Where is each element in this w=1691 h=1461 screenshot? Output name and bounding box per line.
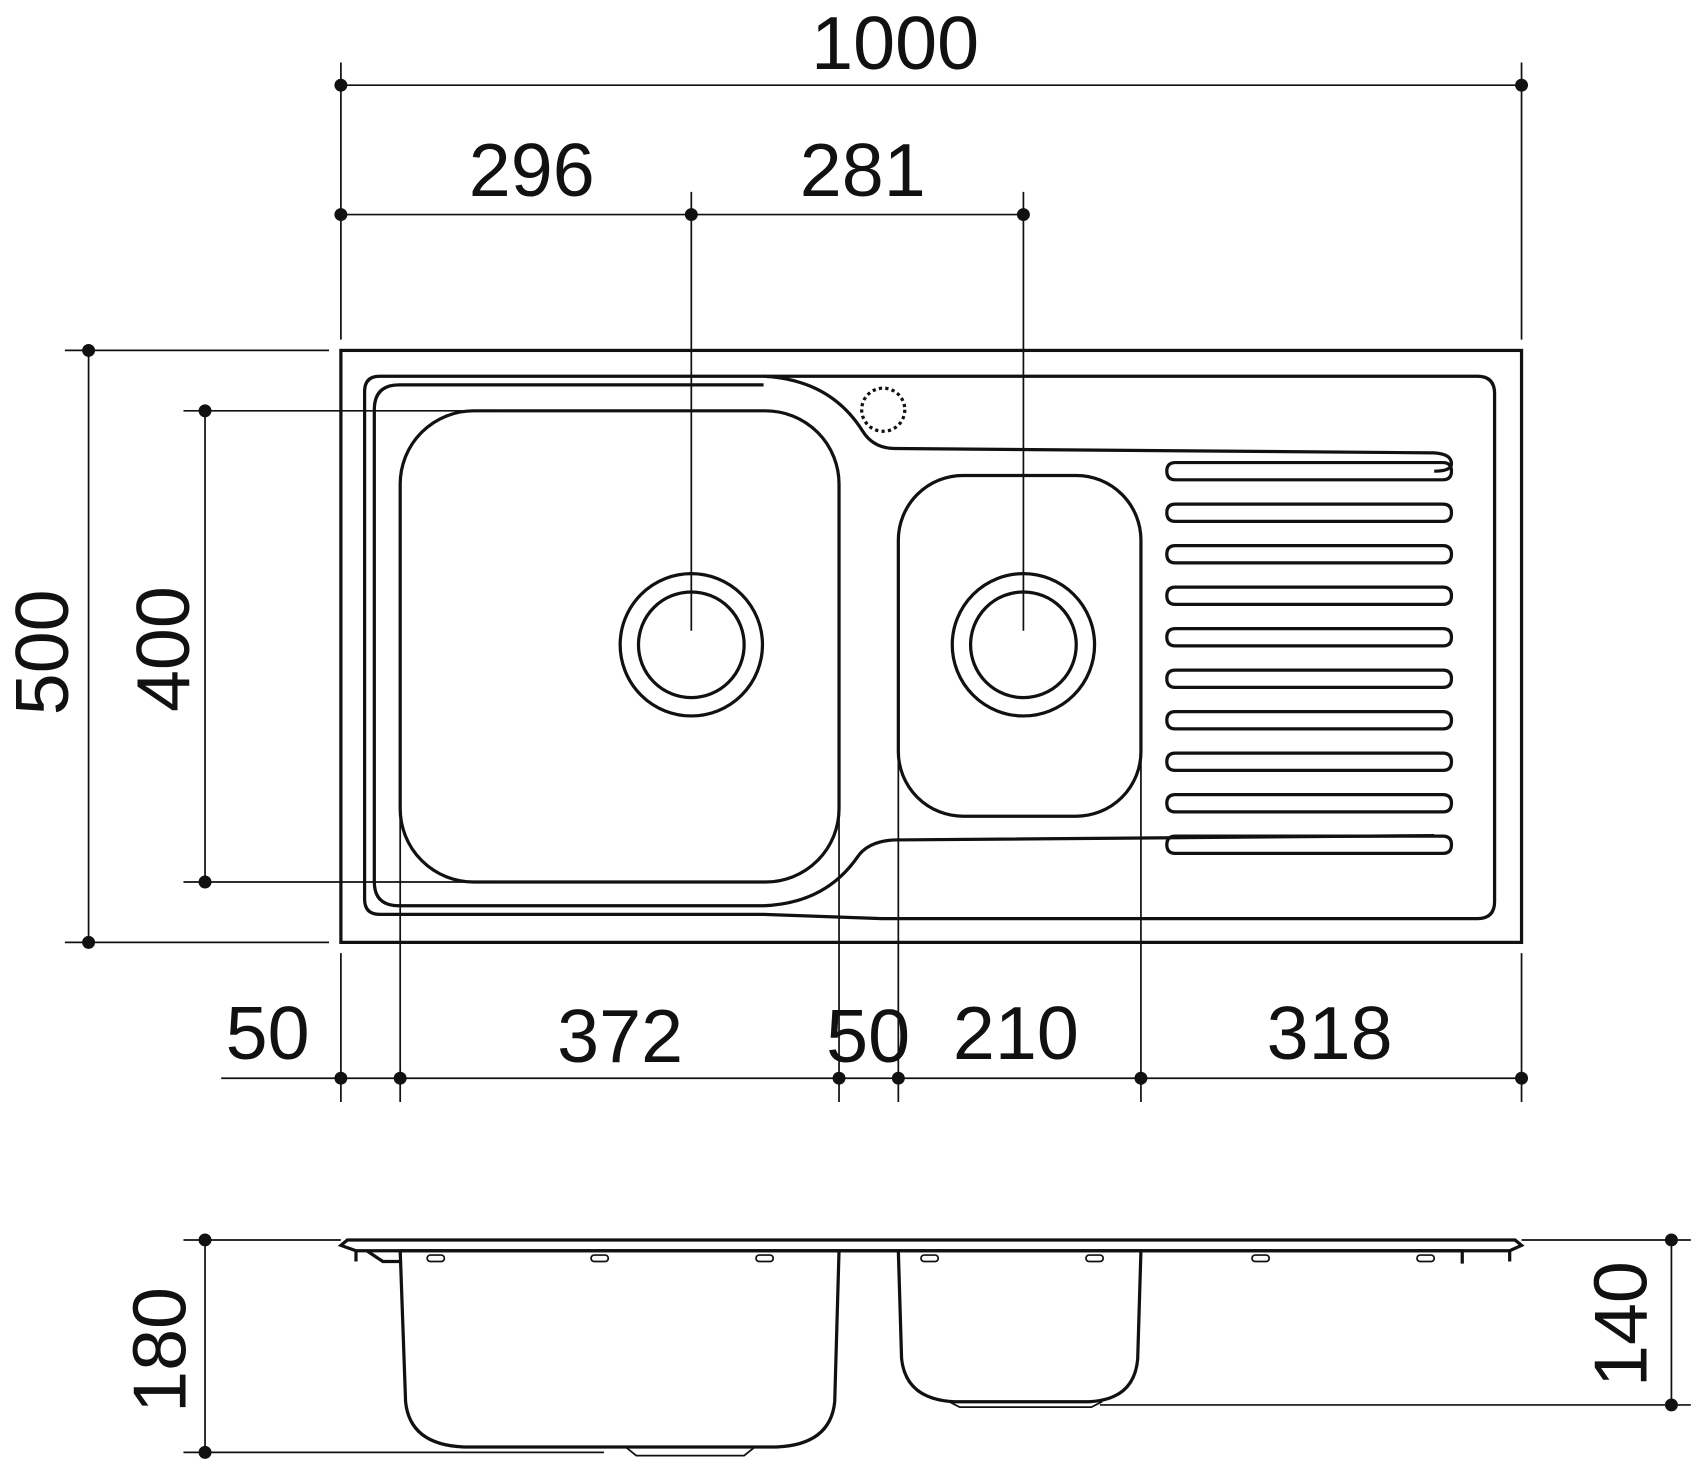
label-half-bowl-width: 210 <box>953 991 1079 1075</box>
main-bowl-profile <box>398 1250 841 1449</box>
label-bowl-depth: 400 <box>121 586 205 712</box>
mounting-clip <box>426 1254 446 1263</box>
drainer-grooves <box>1165 460 1454 856</box>
label-main-bowl-width: 372 <box>557 994 683 1078</box>
drainer-groove <box>1165 502 1454 523</box>
label-bowl-gap: 50 <box>826 994 910 1078</box>
drainer-groove <box>1165 585 1454 606</box>
drainer-groove <box>1165 710 1454 731</box>
dimension-lines <box>64 62 1691 1459</box>
label-main-bowl-depth: 180 <box>118 1287 202 1413</box>
drainer-groove <box>1165 543 1454 565</box>
label-overall-depth: 500 <box>0 589 84 715</box>
drainer-groove <box>1165 668 1454 689</box>
label-drain-spacing: 281 <box>800 128 926 212</box>
label-overall-width: 1000 <box>811 1 979 85</box>
drainer-groove <box>1165 793 1454 814</box>
sink-outline <box>339 348 1524 944</box>
half-bowl <box>896 473 1143 818</box>
drainer-groove <box>1165 626 1454 648</box>
side-view <box>337 1238 1525 1457</box>
half-bowl-profile <box>896 1250 1143 1404</box>
label-edge-to-main-drain: 296 <box>469 128 595 212</box>
mounting-clip <box>920 1254 940 1263</box>
mounting-clip <box>755 1254 775 1263</box>
label-drainer-width: 318 <box>1267 991 1393 1075</box>
mounting-clip <box>1085 1254 1105 1263</box>
drainer-groove <box>1165 751 1454 773</box>
main-bowl <box>398 409 841 884</box>
plan-view <box>339 348 1524 944</box>
bowl-surround <box>372 383 1435 908</box>
label-left-margin: 50 <box>226 991 310 1075</box>
mounting-clip <box>1416 1254 1436 1263</box>
label-half-bowl-depth: 140 <box>1579 1261 1663 1387</box>
mounting-clip <box>1251 1254 1271 1263</box>
mounting-clip <box>590 1254 610 1263</box>
dimension-labels: 1000 296 281 500 400 50 372 50 210 318 1… <box>0 1 1663 1413</box>
tap-hole-icon <box>860 386 907 433</box>
sink-rim <box>362 374 1497 921</box>
drainer-groove <box>1165 834 1454 856</box>
mounting-clips <box>426 1254 1436 1263</box>
drainer-groove <box>1165 460 1454 482</box>
